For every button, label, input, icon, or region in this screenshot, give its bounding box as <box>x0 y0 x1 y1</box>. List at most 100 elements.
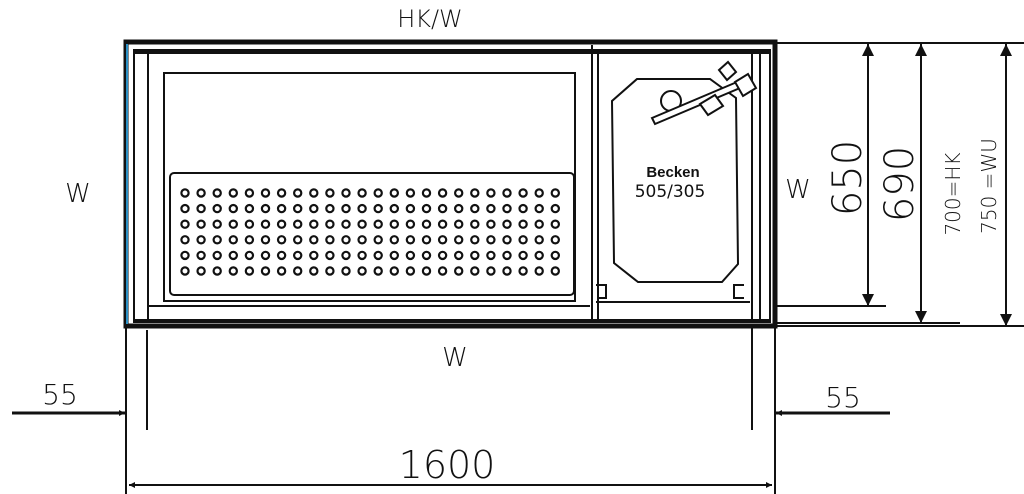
perforation-hole <box>373 188 383 198</box>
perforation-hole <box>212 266 222 276</box>
perforation-hole <box>518 203 528 214</box>
perforation-holes <box>180 188 561 276</box>
right-offset-label: 55 <box>825 381 861 414</box>
perforation-hole <box>502 203 512 214</box>
depth-690-label: 690 <box>877 146 923 222</box>
perforation-hole <box>486 235 496 245</box>
perforation-hole <box>373 235 383 245</box>
perforation-hole <box>550 235 561 245</box>
perforation-hole <box>550 188 561 198</box>
perforation-hole <box>309 188 319 198</box>
perforation-hole <box>437 266 448 276</box>
perforation-hole <box>454 203 464 214</box>
perforation-hole <box>405 250 416 261</box>
perforation-hole <box>534 250 544 261</box>
height-wu-label: 750 =WU <box>977 138 1001 234</box>
perforation-hole <box>470 203 480 214</box>
perforation-hole <box>276 219 287 229</box>
perforation-hole <box>260 203 271 214</box>
perforation-hole <box>293 188 303 198</box>
sink-basin <box>596 78 750 303</box>
perforation-hole <box>550 219 561 229</box>
perforation-hole <box>470 266 480 276</box>
perforation-hole <box>502 219 512 229</box>
perforation-hole <box>421 235 432 245</box>
overall-width-label: 1600 <box>399 443 496 487</box>
height-hk-label: 700=HK <box>941 152 965 235</box>
faucet-icon <box>650 60 758 126</box>
perforation-hole <box>534 203 544 214</box>
perforation-hole <box>180 203 190 214</box>
perforation-hole <box>405 203 416 214</box>
perforation-hole <box>212 219 222 229</box>
perforation-hole <box>550 250 561 261</box>
perforation-hole <box>228 250 238 261</box>
right-side-label: W <box>785 175 811 205</box>
perforation-hole <box>357 235 367 245</box>
perforation-hole <box>518 188 528 198</box>
perforation-hole <box>180 219 190 229</box>
perforation-hole <box>357 219 367 229</box>
perforation-hole <box>437 250 448 261</box>
perforation-hole <box>228 266 238 276</box>
perforation-hole <box>196 188 206 198</box>
perforation-hole <box>260 219 271 229</box>
cabinet-outline <box>123 39 778 329</box>
perforation-hole <box>293 235 303 245</box>
perforation-hole <box>228 219 238 229</box>
perforation-hole <box>550 203 561 214</box>
perforation-hole <box>196 250 206 261</box>
perforation-hole <box>534 188 544 198</box>
perforation-hole <box>260 266 271 276</box>
perforation-hole <box>244 266 255 276</box>
perforation-hole <box>212 203 222 214</box>
perforation-hole <box>421 219 432 229</box>
perforation-hole <box>502 235 512 245</box>
perforation-hole <box>357 250 367 261</box>
perforation-hole <box>276 266 287 276</box>
perforation-hole <box>389 203 399 214</box>
perforation-hole <box>325 188 335 198</box>
perforation-hole <box>518 250 528 261</box>
perforation-hole <box>454 219 464 229</box>
perforation-hole <box>325 203 335 214</box>
perforation-hole <box>260 235 271 245</box>
perforation-hole <box>180 188 190 198</box>
perforation-hole <box>276 250 287 261</box>
perforation-hole <box>357 188 367 198</box>
perforation-hole <box>180 250 190 261</box>
perforation-hole <box>470 250 480 261</box>
perforation-hole <box>293 266 303 276</box>
perforation-hole <box>405 266 416 276</box>
perforation-hole <box>373 219 383 229</box>
perforation-hole <box>309 250 319 261</box>
perforation-hole <box>534 235 544 245</box>
perforation-hole <box>454 188 464 198</box>
perforation-hole <box>454 235 464 245</box>
perforation-hole <box>180 266 190 276</box>
perforation-hole <box>389 219 399 229</box>
perforation-hole <box>244 219 255 229</box>
perforation-hole <box>341 219 351 229</box>
perforation-hole <box>196 266 206 276</box>
bottom-side-label: W <box>442 343 468 373</box>
perforation-hole <box>341 266 351 276</box>
perforation-hole <box>518 266 528 276</box>
perforation-hole <box>196 235 206 245</box>
perforated-tray <box>169 172 575 296</box>
perforation-hole <box>212 250 222 261</box>
perforation-hole <box>405 188 416 198</box>
perforation-hole <box>325 266 335 276</box>
basin-size-label: 505/305 <box>635 182 706 202</box>
depth-650-label: 650 <box>825 140 871 216</box>
perforation-hole <box>389 188 399 198</box>
perforation-hole <box>244 235 255 245</box>
perforation-hole <box>228 203 238 214</box>
perforation-hole <box>486 203 496 214</box>
perforation-hole <box>534 266 544 276</box>
perforation-hole <box>437 235 448 245</box>
perforation-hole <box>244 250 255 261</box>
perforation-hole <box>518 235 528 245</box>
perforation-hole <box>180 235 190 245</box>
